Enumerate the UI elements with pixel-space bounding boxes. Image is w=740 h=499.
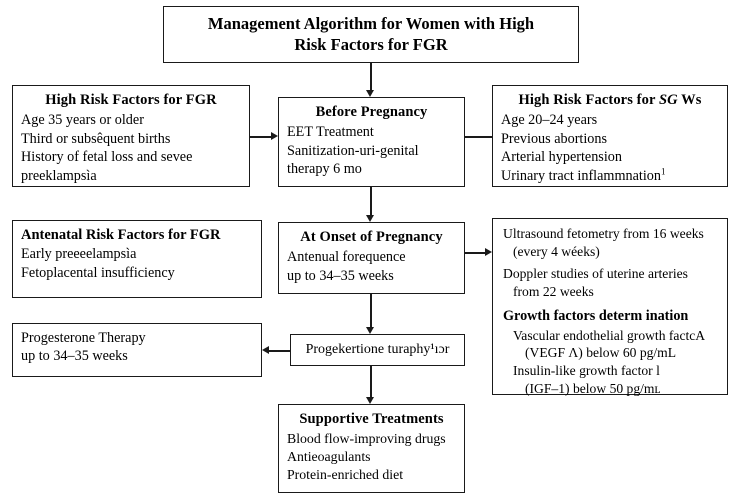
figure-title-line2: Risk Factors for FGR — [294, 34, 448, 54]
box-supportive-treatments-line-1: Blood flow-improving drugs — [287, 431, 446, 447]
box-antenatal-risk-factors-header: Antenatal Risk Factors for FGR — [21, 227, 221, 243]
arrowhead-hrf-to-before-pregnancy — [271, 132, 278, 140]
box-before-pregnancy-line-3: therapy 6 mo — [287, 161, 362, 178]
connector-before-pregnancy-to-hrf-sgws — [465, 136, 492, 138]
box-high-risk-factors-fgr: High Risk Factors for FGR Age 35 years o… — [12, 85, 250, 187]
box-growth-factors-line-2: (VEGF Λ) below 60 pg/mL — [525, 345, 677, 361]
box-monitoring-line-2: (every 4 wéeks) — [513, 243, 600, 259]
box-at-onset-of-pregnancy: At Onset of Pregnancy Antenual forequenc… — [278, 222, 465, 294]
box-high-risk-factors-sgws: High Risk Factors for SG Ws Age 20–24 ye… — [492, 85, 728, 187]
box-high-risk-factors-fgr-line-1: Age 35 years or older — [21, 112, 144, 129]
box-high-risk-factors-fgr-line-4: preeklampsìa — [21, 167, 97, 184]
arrowhead-progesterone-small-to-supportive — [366, 397, 374, 404]
sgws-last-line-text: Urinary tract inflammnation — [501, 167, 661, 184]
figure-title: Management Algorithm for Women with High… — [208, 14, 534, 55]
sgws-footnote-marker: 1 — [660, 165, 666, 176]
figure-title-box: Management Algorithm for Women with High… — [163, 6, 579, 63]
box-high-risk-factors-sgws-header: High Risk Factors for SG Ws — [501, 91, 719, 109]
box-antenatal-risk-factors-line-1: Early preeeelampsìa — [21, 246, 137, 263]
arrowhead-before-pregnancy-to-at-onset — [366, 215, 374, 222]
box-before-pregnancy-line-1: EET Treatment — [287, 124, 374, 141]
connector-title-to-before-pregnancy — [370, 63, 372, 91]
box-monitoring-and-growth-factors: Ultrasound fetometry from 16 weeks (ever… — [492, 218, 728, 396]
connector-hrf-to-before-pregnancy — [250, 136, 273, 138]
box-progesterone-therapy: Progesterone Therapy up to 34–35 weeks — [12, 323, 262, 377]
box-supportive-treatments-line-3: Protein-enriched diet — [287, 467, 404, 483]
box-high-risk-factors-sgws-line-3: Arterial hypertension — [501, 149, 622, 166]
box-at-onset-of-pregnancy-line-2: up to 34–35 weeks — [287, 267, 394, 284]
box-monitoring-line-4: from 22 weeks — [513, 284, 594, 300]
box-supportive-treatments: Supportive Treatments Blood flow-improvi… — [278, 404, 465, 493]
box-progesterone-therapy-line-1: Progesterone Therapy — [21, 330, 146, 346]
box-monitoring-line-1: Ultrasound fetometry from 16 weeks — [503, 226, 704, 241]
box-monitoring-line-3: Doppler studies of uterine arteries — [503, 266, 688, 282]
arrowhead-at-onset-to-monitoring — [485, 248, 492, 256]
box-growth-factors-subheader: Growth factors determ ination — [503, 307, 689, 324]
sgws-header-italic: SG — [658, 92, 678, 108]
box-growth-factors-line-3: Insulin-like growth factor l — [513, 362, 660, 378]
connector-at-onset-to-monitoring — [465, 252, 487, 254]
connector-progesterone-small-to-supportive — [370, 366, 372, 400]
connector-before-pregnancy-to-at-onset — [370, 187, 372, 217]
connector-progesterone-small-to-therapy — [268, 350, 290, 352]
box-supportive-treatments-line-2: Antieoagulants — [287, 449, 371, 465]
sgws-header-pre: High Risk Factors for — [518, 92, 659, 108]
box-high-risk-factors-fgr-line-3: History of fetal loss and sevee — [21, 149, 193, 166]
arrowhead-at-onset-to-progesterone-small — [366, 327, 374, 334]
box-at-onset-of-pregnancy-line-1: Antenual forequence — [287, 249, 406, 266]
arrowhead-progesterone-small-to-therapy — [262, 346, 269, 354]
box-antenatal-risk-factors: Antenatal Risk Factors for FGR Early pre… — [12, 220, 262, 298]
box-progesterone-small: Progekertione turaphy¹ıɔr — [290, 334, 465, 366]
box-high-risk-factors-sgws-line-1: Age 20–24 years — [501, 112, 598, 129]
sgws-header-post: Ws — [677, 92, 702, 108]
box-antenatal-risk-factors-line-2: Fetoplacental insufficiency — [21, 264, 175, 281]
box-before-pregnancy-header: Before Pregnancy — [315, 104, 428, 120]
box-high-risk-factors-sgws-line-2: Previous abortions — [501, 130, 608, 147]
box-growth-factors-line-4: (IGF–1) below 50 pg/mʟ — [525, 380, 661, 396]
connector-at-onset-to-progesterone-small — [370, 294, 372, 330]
box-at-onset-of-pregnancy-header: At Onset of Pregnancy — [300, 229, 443, 245]
box-before-pregnancy-line-2: Sanitization-uri-genital — [287, 142, 419, 159]
box-progesterone-therapy-line-2: up to 34–35 weeks — [21, 348, 128, 365]
box-high-risk-factors-fgr-header: High Risk Factors for FGR — [45, 92, 217, 108]
box-progesterone-small-text: Progekertione turaphy¹ıɔr — [305, 341, 450, 357]
box-before-pregnancy: Before Pregnancy EET Treatment Sanitizat… — [278, 97, 465, 187]
box-high-risk-factors-sgws-line-4: Urinary tract inflammnation1 — [501, 165, 719, 185]
box-supportive-treatments-header: Supportive Treatments — [299, 411, 444, 427]
box-high-risk-factors-fgr-line-2: Third or subsêquent births — [21, 130, 171, 147]
box-growth-factors-line-1: Vascular endothelial growth factcA — [513, 327, 706, 343]
arrowhead-title-to-before-pregnancy — [366, 90, 374, 97]
figure-title-line1: Management Algorithm for Women with High — [207, 13, 535, 33]
